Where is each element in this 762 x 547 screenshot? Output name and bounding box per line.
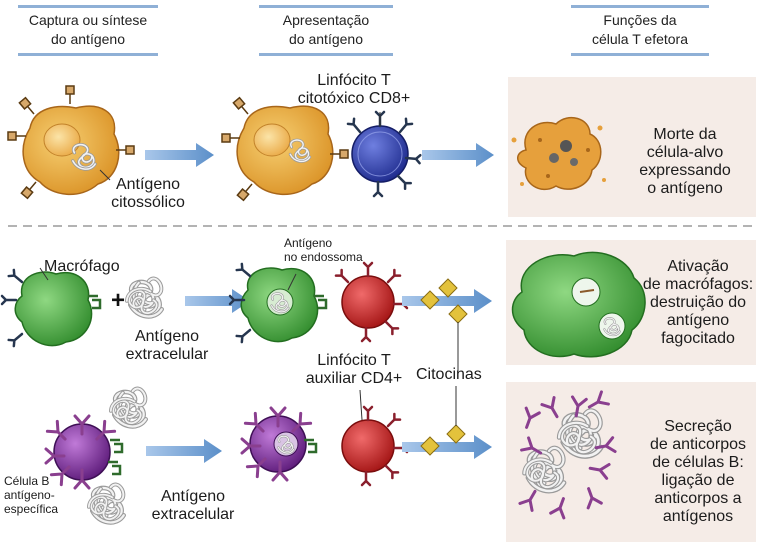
antigen-pointer-1 <box>99 169 111 181</box>
extracellular-antigen-2 <box>108 386 151 430</box>
arrow-r1-a <box>145 143 214 167</box>
header-capture-line2: do antígeno <box>51 31 125 47</box>
b-cell-label: Célula B antígeno- específica <box>4 474 59 516</box>
arrow-r3-b <box>402 435 492 459</box>
header-functions-line1: Funções da <box>603 12 677 28</box>
outcome-1-text: Morte da célula-alvo expressando o antíg… <box>639 126 731 197</box>
cd4-label: Linfócito T auxiliar CD4+ <box>305 352 403 387</box>
cd8-cell <box>346 110 422 198</box>
outcome-2-text: Ativação de macrófagos: destruição do an… <box>642 258 754 347</box>
arrow-r1-b <box>422 143 494 167</box>
header-capture: Captura ou síntese do antígeno <box>18 5 158 56</box>
cytokines-label: Citocinas <box>416 366 482 383</box>
extracellular-antigen-1 <box>124 276 167 320</box>
b-cell-presenting <box>240 406 318 482</box>
endosome-antigen-label: Antígeno no endossoma <box>284 236 363 264</box>
activated-macrophage <box>511 251 646 358</box>
header-functions-line2: célula T efetora <box>592 31 688 47</box>
header-presentation: Apresentação do antígeno <box>259 5 393 56</box>
cd8-label: Linfócito T citotóxico CD8+ <box>297 72 411 107</box>
cytosolic-antigen-label: Antígeno citossólico <box>111 176 185 211</box>
macrophage-presenting <box>228 262 328 344</box>
arrow-r3-a <box>146 439 222 463</box>
arrow-r2-b <box>402 289 492 313</box>
macrophage-capture <box>0 268 102 348</box>
extracellular-antigen-label-1: Antígeno extracelular <box>125 328 209 363</box>
cd4-cell-row2 <box>334 261 409 343</box>
header-capture-line1: Captura ou síntese <box>28 12 148 28</box>
macrophage-label: Macrófago <box>44 258 120 275</box>
header-presentation-line2: do antígeno <box>289 31 363 47</box>
header-functions: Funções da célula T efetora <box>571 5 709 56</box>
target-cell-antigen-capture <box>7 85 135 200</box>
dying-cell <box>511 116 606 191</box>
outcome-3-text: Secreção de anticorpos de células B: lig… <box>649 418 747 525</box>
extracellular-antigen-3 <box>86 482 129 526</box>
b-cell-capture <box>44 414 124 490</box>
target-cell-presenting <box>221 96 349 202</box>
header-presentation-line1: Apresentação <box>282 12 370 28</box>
cd4-cell-row3 <box>341 405 409 487</box>
plus-sign: + <box>111 287 125 314</box>
arrow-r2-a <box>185 289 250 313</box>
extracellular-antigen-label-2: Antígeno extracelular <box>151 488 235 523</box>
